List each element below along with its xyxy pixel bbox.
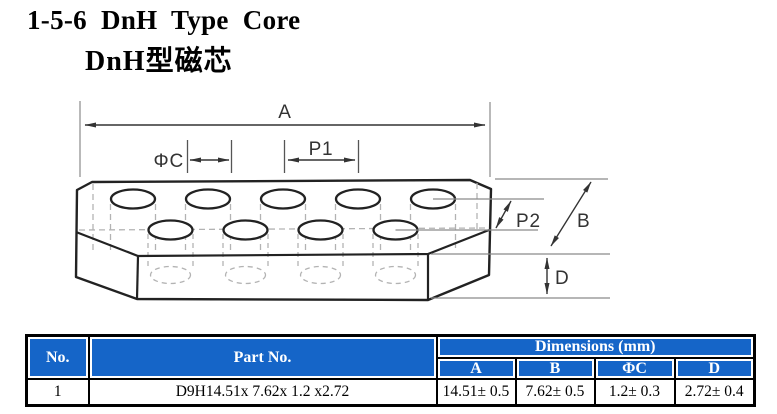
- hole: [297, 219, 344, 241]
- dnh-core-diagram: A ΦC P1 P2 B D: [74, 101, 610, 302]
- header-dimensions-group: Dimensions (mm): [435, 334, 756, 359]
- dim-label-p1: P1: [309, 139, 334, 160]
- hidden-hole: [299, 265, 342, 285]
- header-dim-d: D: [673, 357, 756, 380]
- header-part-no: Part No.: [87, 334, 438, 380]
- cell-dim-phic: 1.2± 0.3: [593, 378, 676, 407]
- header-no: No.: [25, 334, 90, 380]
- hole: [259, 188, 307, 210]
- hidden-bores: [147, 234, 419, 285]
- hidden-hole: [374, 265, 417, 285]
- cell-dim-d: 2.72± 0.4: [673, 378, 756, 407]
- cell-part-no: D9H14.51x 7.62x 1.2 x2.72: [87, 378, 438, 407]
- table-row: 1 D9H14.51x 7.62x 1.2 x2.72 14.51± 0.5 7…: [25, 378, 756, 407]
- spec-table: No. Part No. Dimensions (mm) A B ΦC D 1 …: [25, 334, 756, 407]
- visible-edges: [75, 228, 490, 300]
- header-dim-b: B: [514, 357, 596, 380]
- dim-label-b: B: [577, 211, 590, 232]
- cell-dim-a: 14.51± 0.5: [435, 378, 517, 407]
- header-dim-phic: ΦC: [593, 357, 676, 380]
- hole: [184, 188, 232, 210]
- cell-no: 1: [25, 378, 90, 407]
- hidden-hole: [224, 265, 267, 285]
- dim-label-d: D: [555, 268, 570, 289]
- dim-label-p2: P2: [516, 211, 541, 232]
- hole: [222, 219, 269, 241]
- header-dim-a: A: [435, 357, 517, 380]
- hidden-hole: [149, 265, 192, 285]
- hole: [147, 219, 194, 241]
- dimension-ticks: [186, 140, 360, 173]
- hole: [334, 188, 382, 210]
- core-body: [74, 178, 493, 302]
- hole: [109, 188, 157, 210]
- page-subtitle: DnH型磁芯: [85, 46, 233, 77]
- cell-dim-b: 7.62± 0.5: [514, 378, 596, 407]
- dim-label-a: A: [278, 102, 291, 123]
- dimension-arrows: [84, 122, 592, 295]
- page-title: 1-5-6 DnH Type Core: [27, 5, 301, 35]
- reference-lines: [79, 101, 610, 299]
- top-row-holes: [109, 188, 457, 210]
- dim-label-phic: ΦC: [154, 151, 184, 172]
